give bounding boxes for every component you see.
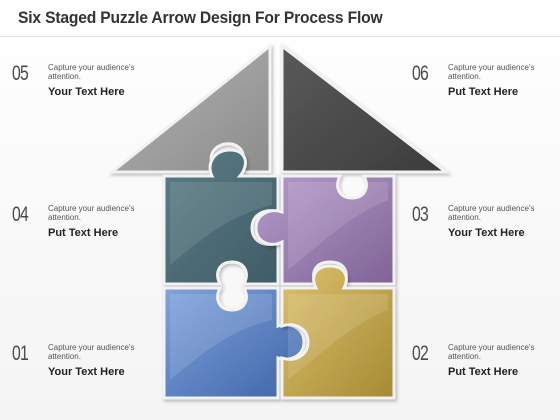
puzzle-piece-purple	[254, 174, 396, 286]
step-caption: Capture your audience's attention.	[448, 343, 535, 361]
step-text: Your Text Here	[448, 227, 525, 239]
step-text: Put Text Here	[448, 86, 519, 98]
step-number: 02	[412, 342, 429, 365]
step-number: 04	[12, 203, 29, 226]
step-number: 06	[412, 62, 429, 85]
step-caption: Capture your audience's attention.	[448, 63, 535, 81]
puzzle-piece-gold	[280, 264, 396, 400]
gloss-highlight	[288, 294, 388, 380]
step-caption: Capture your audience's attention.	[48, 343, 135, 361]
puzzle-piece-teal	[162, 148, 280, 286]
step-caption: Capture your audience's attention.	[48, 204, 135, 222]
page-title: Six Staged Puzzle Arrow Design For Proce…	[18, 8, 383, 27]
gloss-highlight	[170, 182, 272, 265]
step-number: 03	[412, 203, 429, 226]
step-caption: Capture your audience's attention.	[448, 204, 535, 222]
step-text: Your Text Here	[48, 86, 125, 98]
step-number: 05	[12, 62, 29, 85]
step-text: Put Text Here	[448, 366, 519, 378]
step-number: 01	[12, 342, 29, 365]
step-text: Your Text Here	[48, 366, 125, 378]
gloss-highlight	[288, 182, 388, 270]
step-text: Put Text Here	[48, 227, 119, 239]
title-divider	[0, 36, 560, 37]
gloss-highlight	[170, 294, 272, 380]
step-caption: Capture your audience's attention.	[48, 63, 135, 81]
arrow-piece-right	[280, 42, 451, 174]
